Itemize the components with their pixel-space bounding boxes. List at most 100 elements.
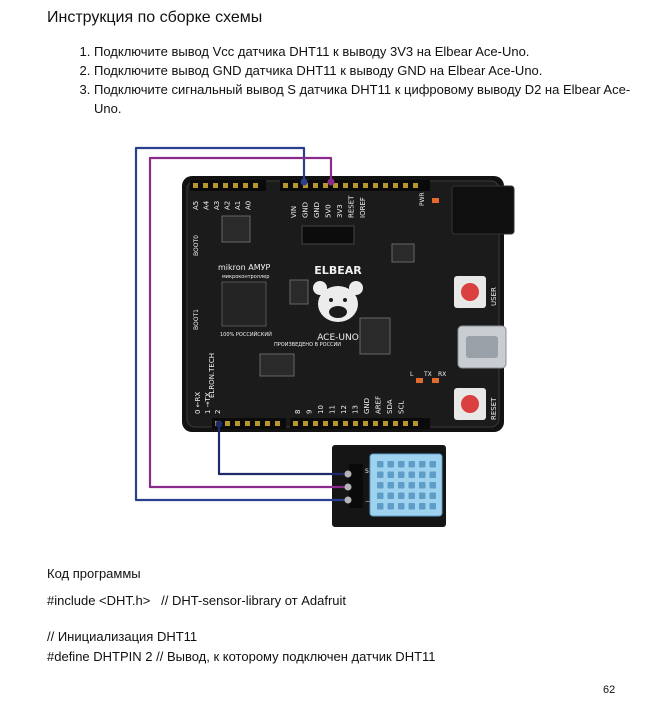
pin-label: A4 (203, 200, 211, 210)
header-pin (363, 183, 368, 188)
sensor-vent (429, 461, 436, 468)
pin-label: 8 (294, 410, 302, 414)
pin-label: GND (363, 398, 371, 414)
pin-label: 3V3 (336, 204, 344, 218)
code-line: #include <DHT.h> // DHT-sensor-library о… (47, 593, 347, 608)
sensor-pin-label: S (365, 468, 369, 475)
header-pin (403, 421, 408, 426)
power-jack (451, 185, 515, 235)
header-pin (393, 183, 398, 188)
sensor-vent (419, 503, 426, 510)
header-pin (413, 183, 418, 188)
pin-label: A2 (224, 201, 232, 210)
code-line: #define DHTPIN 2 // Вывод, к которому по… (47, 649, 436, 664)
rx-label: RX (438, 371, 446, 378)
page-number: 62 (603, 684, 616, 696)
step-item: Подключите вывод GND датчика DHT11 к выв… (94, 61, 639, 80)
sensor-vent (377, 482, 384, 489)
pin-label: SCL (398, 401, 406, 414)
chip-label: mikron АМУР (218, 263, 271, 272)
code-title: Код программы (47, 566, 141, 581)
header-pin (213, 183, 218, 188)
elbear-ace-uno-board: ELBEAR ACE-UNO mikron АМУР микроконтролл… (182, 176, 515, 432)
l-label: L (410, 371, 414, 378)
header-pin (343, 183, 348, 188)
header-pin (363, 421, 368, 426)
gnd-wire (134, 146, 348, 502)
sensor-vent (419, 482, 426, 489)
sensor-vent (419, 461, 426, 468)
signal-wire (217, 424, 348, 476)
pin-label: SDA (386, 399, 394, 414)
mcu-chip (221, 281, 267, 327)
sensor-vent (387, 503, 394, 510)
page-title: Инструкция по сборке схемы (47, 9, 263, 26)
pin-label: GND (313, 202, 321, 218)
pin-label: VIN (290, 206, 298, 218)
header-pin (373, 183, 378, 188)
pin-label: A0 (245, 201, 253, 210)
header-pin (283, 183, 288, 188)
header-pin (233, 183, 238, 188)
tx-label: TX (423, 371, 432, 378)
user-label: USER (490, 287, 498, 306)
header-pin (223, 183, 228, 188)
header-pin (235, 421, 240, 426)
sensor-vent (387, 471, 394, 478)
header-pin (403, 183, 408, 188)
sensor-vent (419, 471, 426, 478)
icsp-header (301, 225, 355, 245)
sensor-vent (377, 503, 384, 510)
sensor-vent (387, 482, 394, 489)
dht11-body (369, 453, 443, 517)
header-pin (293, 421, 298, 426)
pin-label: 11 (329, 405, 337, 414)
pin-label: 12 (340, 405, 348, 414)
step-item: Подключите вывод Vcc датчика DHT11 к выв… (94, 42, 639, 61)
sensor-vent (387, 492, 394, 499)
pin-label: AREF (375, 396, 383, 414)
header-pin (253, 183, 258, 188)
pin-label: A5 (192, 201, 200, 210)
header-pin (225, 421, 230, 426)
sensor-vent (429, 503, 436, 510)
sensor-vent (398, 492, 405, 499)
pin-label: RESET (348, 195, 356, 218)
header-pin (413, 421, 418, 426)
header-pin (243, 183, 248, 188)
header-pin (303, 421, 308, 426)
header-pin (343, 421, 348, 426)
brand-label: ELBEAR (314, 264, 362, 277)
elron-label: ELRON.TECH (208, 353, 216, 398)
pin-label: 9 (306, 410, 314, 414)
sensor-vent (387, 461, 394, 468)
sensor-vent (408, 492, 415, 499)
pin-label: 1 →TX (204, 392, 212, 414)
model-label: ACE-UNO (317, 333, 359, 343)
sensor-vent (419, 492, 426, 499)
sensor-vent (408, 461, 415, 468)
sensor-vent (429, 492, 436, 499)
header-pin (255, 421, 260, 426)
assembly-steps: Подключите вывод Vcc датчика DHT11 к выв… (76, 42, 639, 118)
header-pin (265, 421, 270, 426)
header-pin (275, 421, 280, 426)
sensor-pin-label: − (365, 498, 370, 505)
sensor-vent (398, 461, 405, 468)
sensor-vent (408, 482, 415, 489)
sensor-vent (429, 482, 436, 489)
code-line: // Инициализация DHT11 (47, 629, 198, 644)
header-pin (193, 183, 198, 188)
pin-label: 2 (214, 410, 222, 414)
header-pin (393, 421, 398, 426)
sensor-vent (377, 461, 384, 468)
boot0-label: BOOT0 (193, 235, 200, 256)
header-pin (383, 421, 388, 426)
header-pin (353, 421, 358, 426)
boot1-label: BOOT1 (193, 309, 200, 330)
wiring-diagram: ELBEAR ACE-UNO mikron АМУР микроконтролл… (134, 146, 515, 527)
sensor-vent (377, 492, 384, 499)
pin-label: GND (302, 202, 310, 218)
pin-label: 13 (352, 405, 360, 414)
step-item: Подключите сигнальный вывод S датчика DH… (94, 80, 639, 118)
